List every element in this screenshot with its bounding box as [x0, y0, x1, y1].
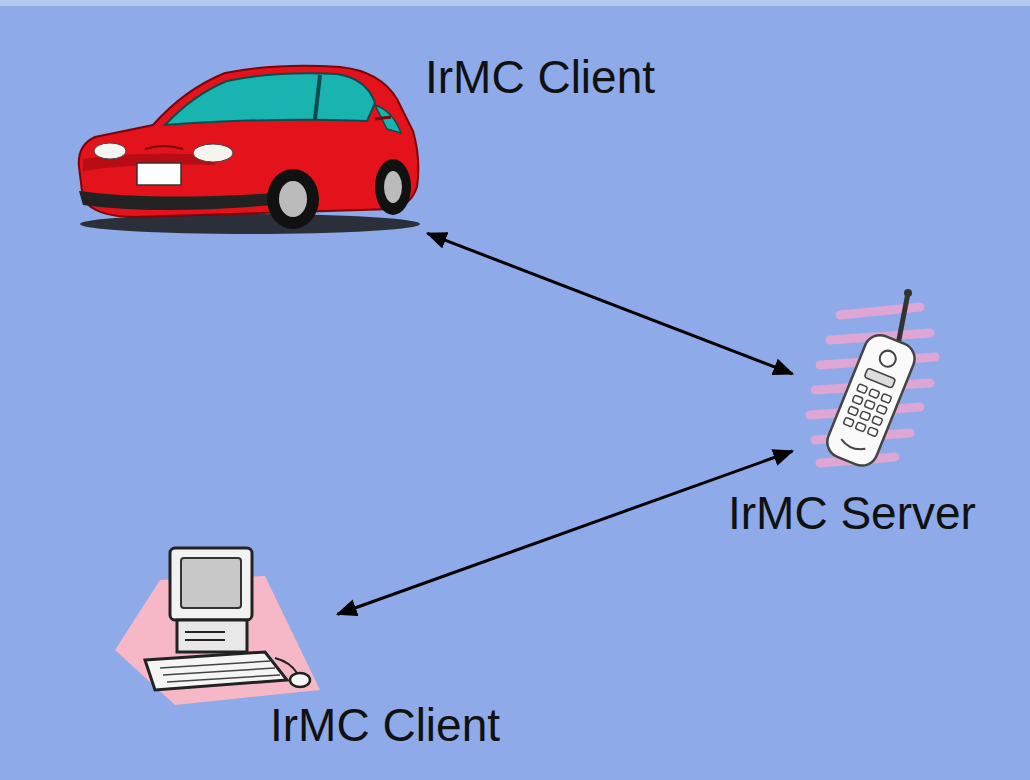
client-car: IrMC Client: [75, 58, 420, 235]
phone-illustration: [800, 285, 945, 475]
car-illustration: [75, 58, 420, 235]
client-computer: IrMC Client: [115, 540, 330, 705]
top-band: [0, 0, 1030, 6]
device-label: IrMC Client: [270, 700, 500, 751]
computer-illustration: [115, 540, 330, 705]
link-arrow: [338, 451, 793, 614]
device-label: IrMC Server: [728, 488, 976, 539]
link-arrow: [427, 233, 792, 373]
device-label: IrMC Client: [425, 52, 655, 103]
server-phone: IrMC Server: [800, 285, 945, 475]
